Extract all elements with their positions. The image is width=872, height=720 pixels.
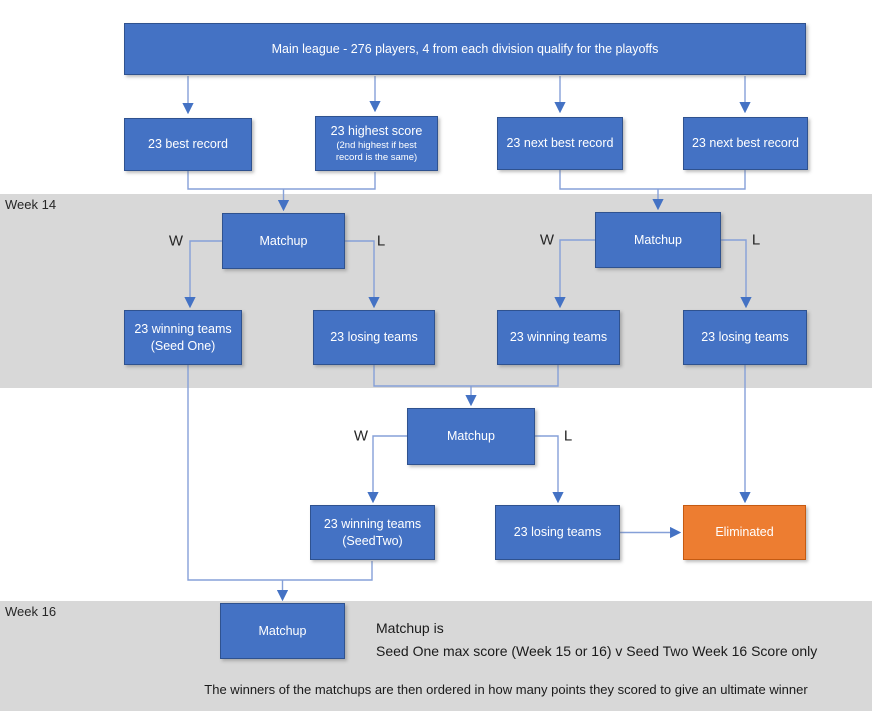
edge-mid-lose: [535, 435, 564, 504]
edge-merge-seeds: [187, 365, 373, 581]
edge-label-w-week14-left: W: [168, 232, 184, 250]
node-next-best-record-2: 23 next best record: [683, 117, 808, 170]
node-matchup-week16: Matchup: [220, 603, 345, 659]
node-winning-week14-right: 23 winning teams: [497, 310, 620, 365]
edge-label-l-week14-left: L: [376, 232, 386, 250]
node-highest-score: 23 highest score (2nd highest if best re…: [315, 116, 438, 171]
node-losing-week14-right: 23 losing teams: [683, 310, 807, 365]
node-winning-seed-one: 23 winning teams (Seed One): [124, 310, 242, 365]
edge-w14-left-lose: [345, 240, 380, 309]
node-matchup-week14-left: Matchup: [222, 213, 345, 269]
week16-band-label: Week 16: [5, 604, 57, 619]
edge-w14-left-win: [184, 240, 222, 309]
node-best-record: 23 best record: [124, 118, 252, 171]
edge-label-w-middle: W: [353, 427, 369, 445]
edge-merge-mid-a: [373, 365, 471, 387]
matchup-note-line1: Matchup is: [376, 620, 444, 636]
edge-w14-right-lose: [721, 239, 752, 309]
week16-band: [0, 601, 872, 711]
matchup-note-line2: Seed One max score (Week 15 or 16) v See…: [376, 643, 818, 659]
node-highest-score-sublabel: (2nd highest if best record is the same): [335, 140, 418, 164]
edge-mid-win: [367, 435, 407, 504]
edge-merge-right-pair: [559, 170, 746, 190]
footer-note: The winners of the matchups are then ord…: [204, 682, 808, 697]
edge-merge-left-pair: [187, 171, 376, 190]
node-highest-score-label: 23 highest score: [330, 124, 423, 138]
node-main-league: Main league - 276 players, 4 from each d…: [124, 23, 806, 75]
edge-label-l-middle: L: [563, 427, 573, 445]
edge-label-w-week14-right: W: [539, 231, 555, 249]
edge-merge-mid-b: [471, 365, 559, 387]
node-matchup-middle: Matchup: [407, 408, 535, 465]
node-winning-seed-two: 23 winning teams (SeedTwo): [310, 505, 435, 560]
node-losing-middle: 23 losing teams: [495, 505, 620, 560]
edge-w14-right-win: [554, 239, 595, 309]
edge-label-l-week14-right: L: [751, 231, 761, 249]
node-losing-week14-left: 23 losing teams: [313, 310, 435, 365]
node-matchup-week14-right: Matchup: [595, 212, 721, 268]
node-next-best-record-1: 23 next best record: [497, 117, 623, 170]
node-eliminated: Eliminated: [683, 505, 806, 560]
week14-band-label: Week 14: [5, 197, 57, 212]
